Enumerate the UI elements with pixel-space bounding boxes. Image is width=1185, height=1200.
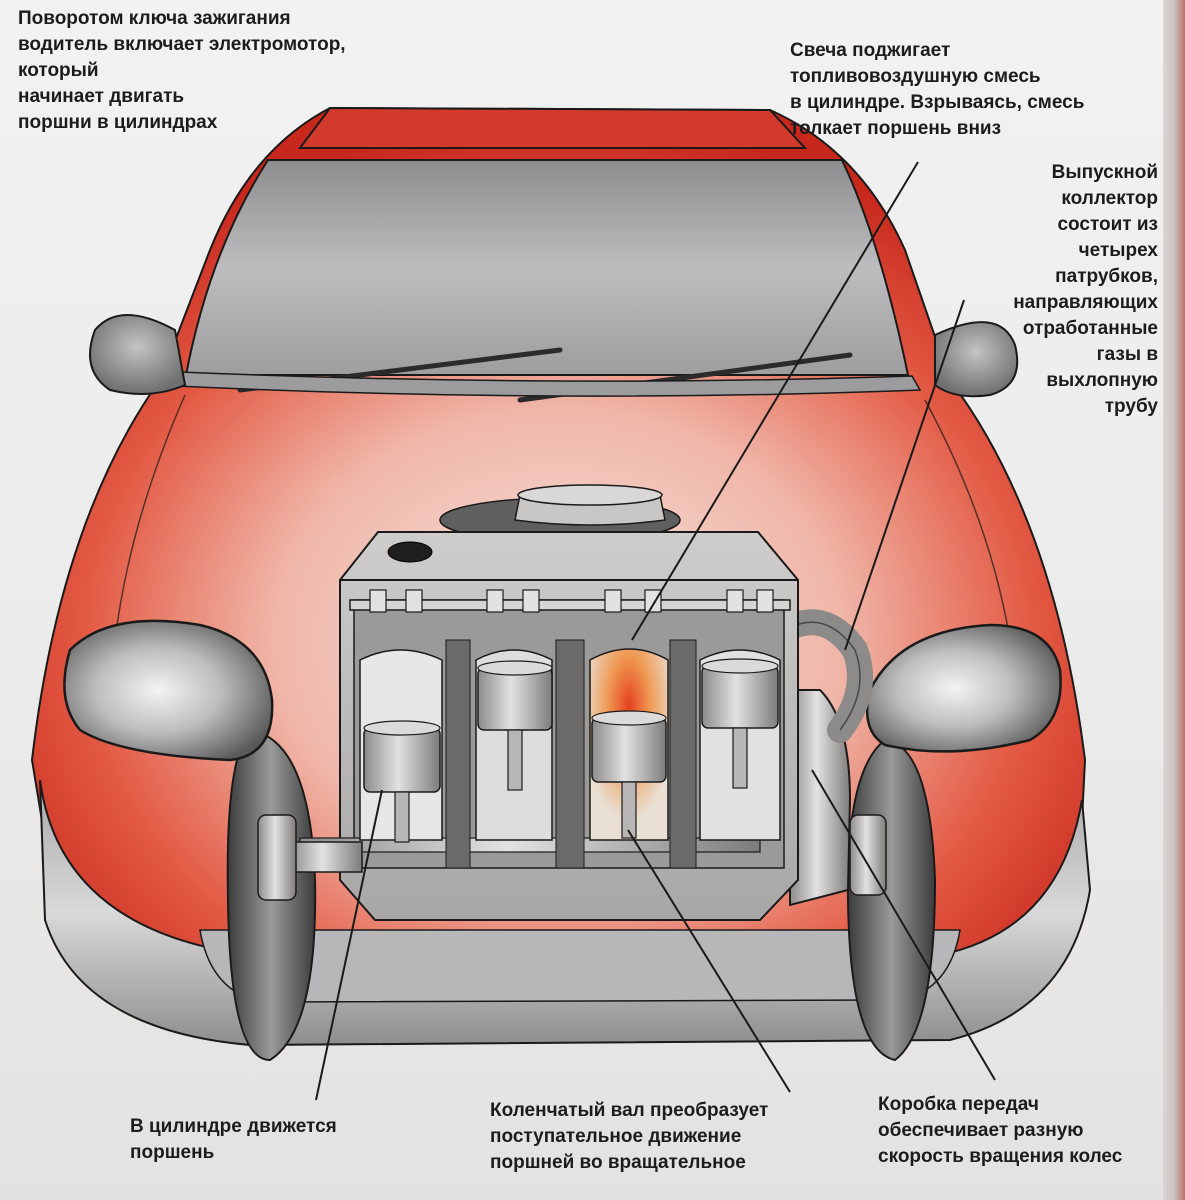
- leader-spark: [631, 161, 919, 641]
- cylinder-4: [699, 649, 781, 841]
- right-wheel: [846, 738, 937, 1062]
- piston-4: [701, 665, 779, 729]
- leader-piston: [315, 789, 383, 1101]
- left-hub: [257, 814, 297, 901]
- drive-shaft: [289, 841, 363, 873]
- leader-exhaust: [844, 299, 965, 651]
- right-headlight: [865, 623, 1062, 753]
- caption-ignition: Поворотом ключа зажигания водитель включ…: [18, 8, 346, 133]
- leader-lines: [315, 161, 996, 1101]
- right-mirror: [934, 321, 1019, 398]
- air-filter-lid: [517, 484, 663, 506]
- leader-crankshaft: [627, 829, 791, 1093]
- caption-exhaust-manifold: Выпускной коллектор состоит из четырех п…: [1013, 162, 1158, 417]
- cylinder-dividers: [445, 639, 697, 869]
- caption-piston: В цилиндре движется поршень: [130, 1116, 337, 1163]
- caption-spark-plug: Свеча поджигает топливовоздушную смесь в…: [790, 40, 1085, 139]
- cylinder-1: [359, 649, 443, 843]
- piston-2: [477, 667, 553, 731]
- piston-1: [363, 727, 441, 793]
- cam-lobes: [369, 589, 774, 613]
- leader-gearbox: [811, 769, 996, 1081]
- gearbox-housing: [789, 689, 852, 907]
- roof-edge: [298, 106, 808, 149]
- camshaft: [349, 599, 791, 611]
- left-mirror: [89, 314, 187, 395]
- windscreen: [184, 159, 910, 376]
- right-hub: [849, 814, 887, 896]
- cowl: [175, 371, 922, 397]
- piston-3: [591, 717, 667, 783]
- cylinder-3: [589, 648, 669, 841]
- oil-cap: [387, 541, 433, 563]
- page-edge: [1163, 0, 1185, 1200]
- caption-gearbox: Коробка передач обеспечивает разную скор…: [878, 1094, 1123, 1167]
- caption-crankshaft: Коленчатый вал преобразует поступательно…: [490, 1100, 769, 1173]
- left-headlight: [63, 619, 274, 762]
- cylinder-2: [475, 649, 553, 841]
- hood-lines: [114, 394, 1011, 641]
